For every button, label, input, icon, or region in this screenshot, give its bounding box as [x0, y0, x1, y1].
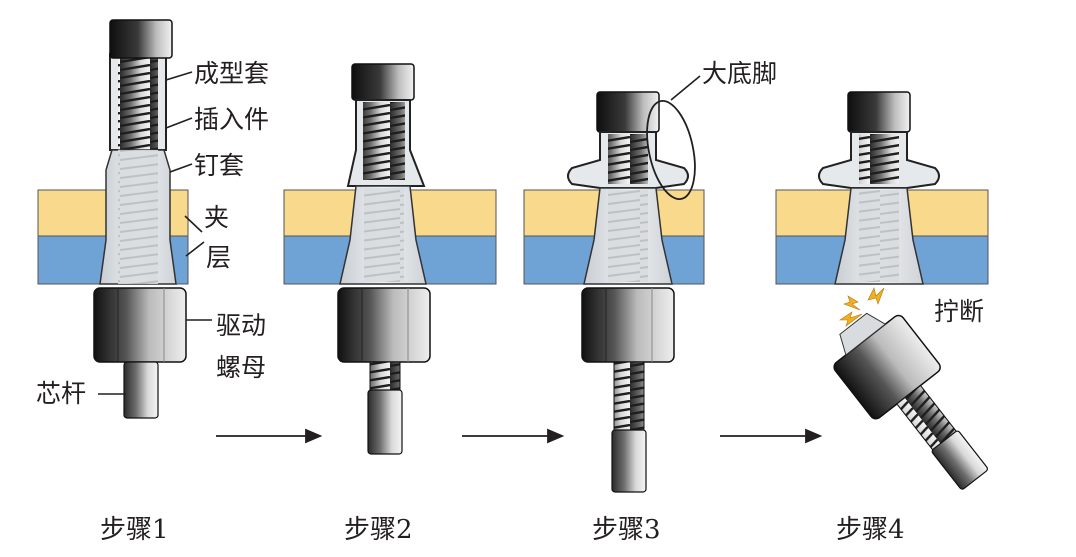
- label-core-rod: 芯杆: [36, 379, 86, 408]
- break-spark-icon: [839, 287, 885, 327]
- step-4-assembly: [775, 91, 989, 490]
- step-arrows: [216, 428, 823, 444]
- label-bulb-foot: 大底脚: [702, 59, 777, 88]
- label-nail-sleeve: 钉套: [194, 151, 244, 180]
- step-3-assembly: [523, 75, 705, 493]
- label-insert: 插入件: [194, 105, 269, 134]
- label-layer-a: 夹: [204, 203, 229, 232]
- label-drive-nut-b: 螺母: [216, 353, 266, 382]
- step-4-caption: 步骤4: [836, 515, 905, 545]
- step-1-caption: 步骤1: [100, 515, 169, 545]
- step-3-caption: 步骤3: [592, 515, 661, 545]
- label-forming-sleeve: 成型套: [194, 59, 269, 88]
- step-1-assembly: [37, 19, 189, 419]
- step-2-caption: 步骤2: [344, 515, 413, 545]
- label-layer-b: 层: [206, 243, 231, 272]
- label-drive-nut-a: 驱动: [216, 311, 266, 340]
- step-2-assembly: [283, 63, 497, 455]
- step-1-leader-lines: [98, 71, 212, 395]
- label-break-off: 拧断: [934, 297, 984, 326]
